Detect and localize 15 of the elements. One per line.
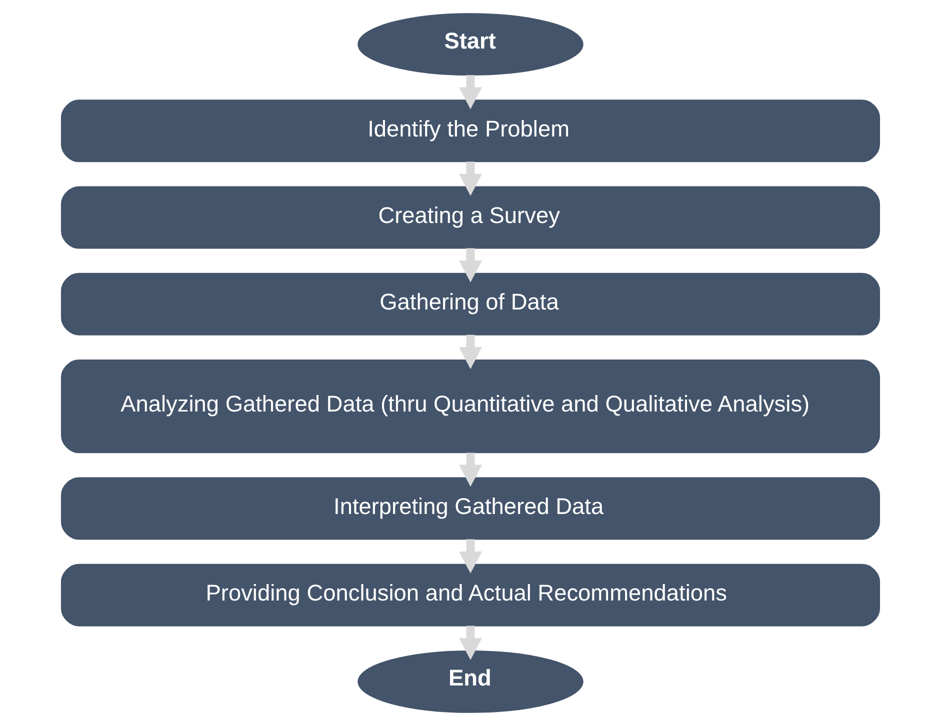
arrow bbox=[458, 75, 482, 110]
arrow bbox=[458, 248, 482, 282]
arrow bbox=[458, 539, 482, 574]
node-box: Identify the Problem bbox=[60, 100, 880, 162]
node-ellipse: End bbox=[358, 650, 584, 713]
arrow bbox=[458, 626, 482, 660]
node-box: Providing Conclusion and Actual Recommendations bbox=[60, 564, 880, 626]
node-box: Interpreting Gathered Data bbox=[60, 477, 880, 540]
arrow bbox=[458, 162, 482, 196]
node-ellipse: Start bbox=[358, 13, 584, 76]
node-box: Analyzing Gathered Data (thru Quantitative and Qualitative Analysis) bbox=[60, 359, 880, 454]
node-box: Gathering of Data bbox=[60, 272, 880, 336]
node-box: Creating a Survey bbox=[60, 186, 880, 249]
arrow bbox=[458, 452, 482, 487]
arrow bbox=[458, 334, 482, 370]
